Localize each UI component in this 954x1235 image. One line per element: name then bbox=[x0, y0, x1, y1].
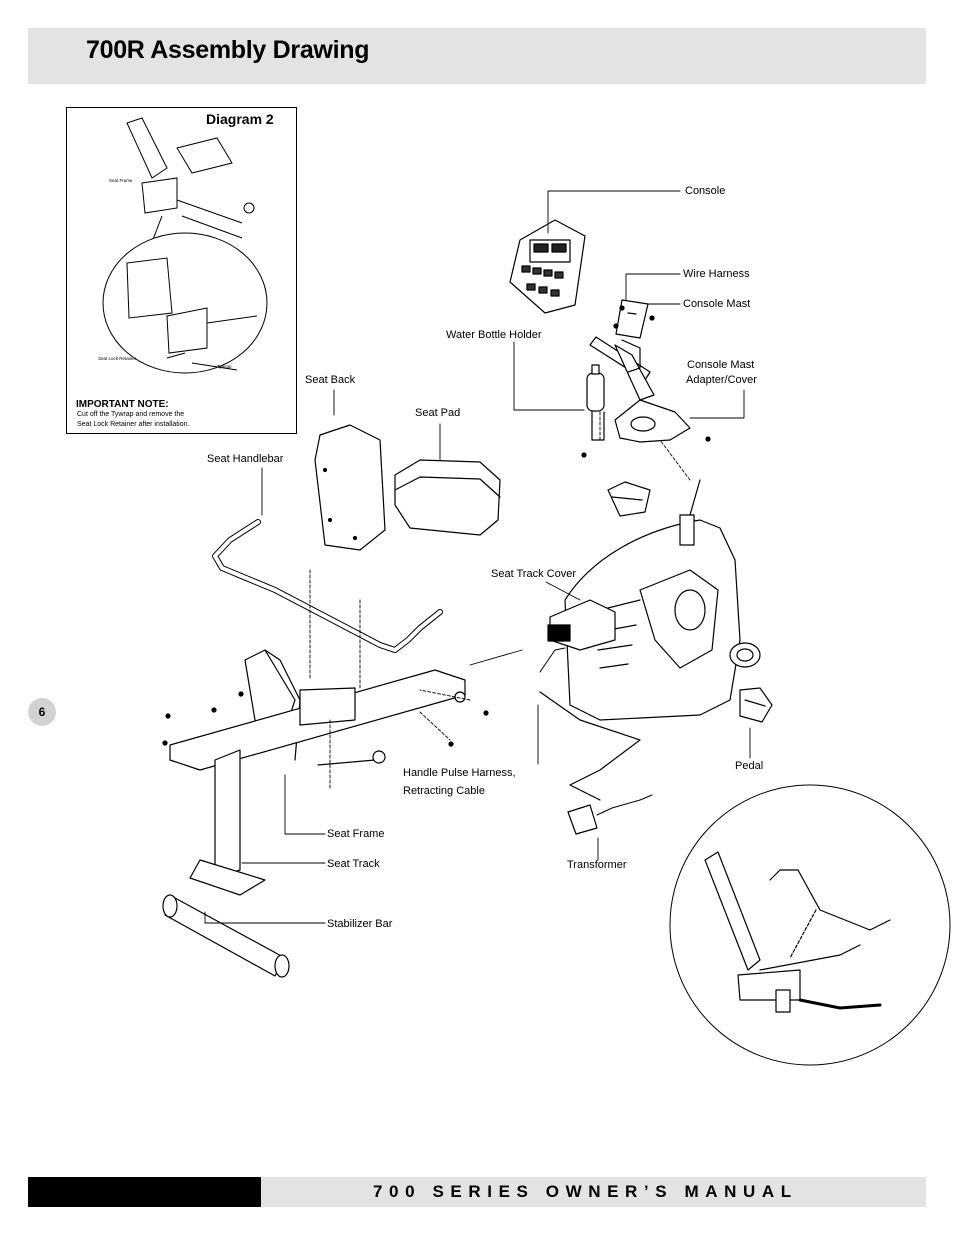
seat-back bbox=[314, 424, 386, 551]
footer-bar: 700 SERIES OWNER’S MANUAL bbox=[261, 1177, 926, 1207]
callout-seat-pad: Seat Pad bbox=[415, 407, 461, 419]
important-note-heading: IMPORTANT NOTE: bbox=[76, 399, 169, 410]
callout-seat-frame: Seat Frame bbox=[327, 828, 385, 840]
important-note-line-2: Seat Lock Retainer after installation. bbox=[77, 421, 190, 428]
seat-adjust-lever bbox=[317, 759, 376, 766]
callout-pedal: Pedal bbox=[735, 760, 764, 772]
callout-seat-track-cover: Seat Track Cover bbox=[491, 568, 576, 580]
stabilizer-bar bbox=[162, 894, 290, 978]
important-note-line-1: Cut off the Tywrap and remove the bbox=[77, 411, 185, 418]
seat-pad bbox=[394, 459, 501, 536]
callout-console-mast: Console Mast bbox=[683, 298, 751, 310]
callout-stabilizer-bar: Stabilizer Bar bbox=[327, 918, 393, 930]
callout-transformer: Transformer bbox=[567, 859, 627, 871]
callout-wire-harness: Wire Harness bbox=[683, 268, 750, 280]
diagram-2-inset: Diagram 2 Seat Frame Seat Lock Retainer … bbox=[66, 107, 297, 434]
console-mast-handlebar bbox=[589, 336, 655, 401]
diagram-2-drawing bbox=[102, 117, 268, 374]
assembly-dashes bbox=[309, 409, 691, 791]
callout-handle-pulse-line-1: Handle Pulse Harness, bbox=[403, 767, 516, 779]
adapter-cover bbox=[614, 399, 691, 443]
callout-seat-track: Seat Track bbox=[327, 858, 380, 870]
vertical-post bbox=[214, 749, 241, 879]
header-bar: 700R Assembly Drawing bbox=[28, 28, 926, 84]
callout-console-mast-adapter-line-2: Adapter/Cover bbox=[686, 374, 757, 386]
callout-seat-handlebar: Seat Handlebar bbox=[207, 453, 284, 465]
footer-black-block bbox=[28, 1177, 261, 1207]
bike-frame bbox=[564, 479, 741, 721]
pedal-bottom bbox=[739, 687, 773, 723]
leader-lines bbox=[204, 190, 751, 924]
page-number-badge: 6 bbox=[28, 698, 56, 726]
callout-console: Console bbox=[685, 185, 726, 197]
inset-label-seat-frame: Seat Frame bbox=[109, 178, 133, 183]
diagram-2-title: Diagram 2 bbox=[206, 111, 274, 127]
footer-title: 700 SERIES OWNER’S MANUAL bbox=[373, 1182, 798, 1201]
transformer-unit bbox=[567, 794, 653, 835]
callout-handle-pulse-line-2: Retracting Cable bbox=[403, 785, 485, 797]
callout-console-mast-adapter-line-1: Console Mast bbox=[687, 359, 755, 371]
callout-water-bottle-holder: Water Bottle Holder bbox=[446, 329, 542, 341]
water-bottle bbox=[586, 364, 605, 441]
flywheel-knob bbox=[729, 642, 761, 668]
page-title: 700R Assembly Drawing bbox=[86, 36, 370, 64]
inset-label-tywrap: Tywrap bbox=[217, 364, 232, 369]
detail-circle bbox=[669, 784, 951, 1066]
callout-seat-back: Seat Back bbox=[305, 374, 356, 386]
console-unit bbox=[509, 219, 586, 314]
pedal-top bbox=[607, 481, 651, 517]
inset-label-seat-lock-retainer: Seat Lock Retainer bbox=[98, 356, 137, 361]
